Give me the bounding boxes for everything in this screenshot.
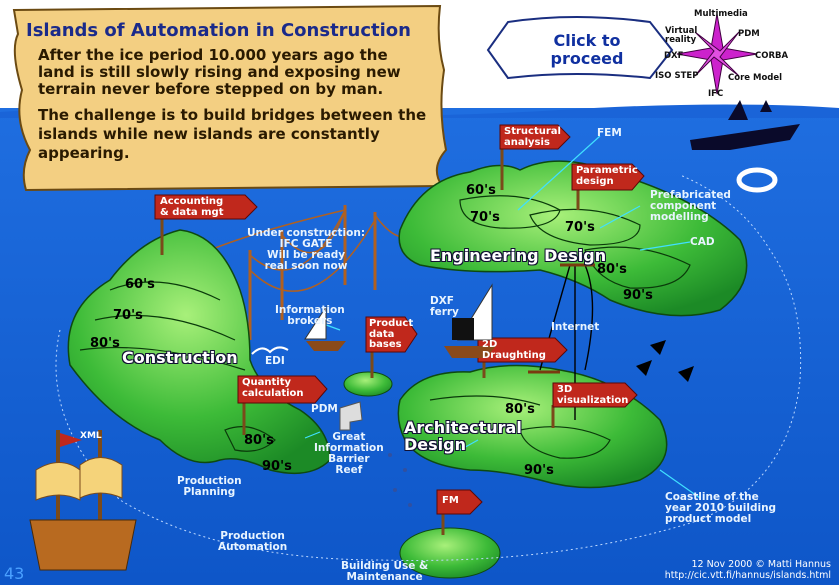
note-prefab: Prefabricated component modelling [650,189,731,224]
footer-credit: 12 Nov 2000 © Matti Hannus http://cic.vt… [664,559,831,581]
sign-structural-label: Structural analysis [504,126,561,148]
sign-parametric [571,163,645,191]
coastline-2010 [55,174,802,561]
compass-iso-step: ISO STEP [655,71,699,81]
note-production-planning: Production Planning [177,475,242,499]
intro-line: islands while new islands are constantly [38,125,380,143]
era-label: 70's [565,220,595,235]
era-label: 80's [505,402,535,417]
sign-quantity [237,375,328,404]
bridges [209,205,421,340]
intro-line: terrain never before stepped on by man. [38,80,384,98]
islet-fm [399,527,501,579]
sign-visualization-label: 3D visualization [557,384,629,406]
sign-accounting-label: Accounting & data mgt [160,196,224,218]
compass-core-model: Core Model [728,73,783,83]
xml-flag-label: XML [80,431,102,441]
seagull-icon [251,346,289,355]
proceed-button[interactable]: Click to proceed [550,31,624,68]
island-construction [67,229,331,475]
compass-corba: CORBA [755,51,789,61]
note-internet: Internet [551,321,600,333]
island-construction-label: Construction [122,348,238,367]
era-label: 60's [466,183,496,198]
note-pdm: PDM [311,403,338,415]
sign-fm [436,489,483,515]
island-engineering [398,160,748,317]
compass-pdm: PDM [738,29,760,39]
ship-icon [690,100,800,150]
era-label: 90's [262,459,292,474]
note-edi: EDI [265,355,285,367]
era-label: 70's [113,308,143,323]
sign-visualization [552,382,638,408]
note-under-construction: Under construction: IFC GATE Will be rea… [247,227,366,273]
intro-line: land is still slowly rising and exposing… [38,63,401,81]
era-label: 70's [470,210,500,225]
islet-product-db [343,371,393,397]
era-label: 80's [244,433,274,448]
note-dxf-ferry: DXF ferry [430,295,459,319]
sign-product-db [365,316,418,353]
pirate-ship-icon [29,430,137,571]
note-fem: FEM [597,127,622,139]
shark-fins [636,340,694,382]
island-engineering-label: Engineering Design [430,246,607,265]
sign-accounting [154,194,258,220]
compass-dxf: DXF [664,51,684,61]
compass-multimedia: Multimedia [694,9,748,19]
proceed-banner[interactable] [486,16,674,80]
sailboat-icon [304,305,346,351]
sign-parametric-label: Parametric design [576,165,638,187]
note-building-use: Building Use & Maintenance [341,560,429,584]
sign-product-db-label: Product data bases [369,318,414,350]
note-cad: CAD [690,236,715,248]
sign-draughting-label: 2D Draughting [482,339,546,361]
era-label: 90's [524,463,554,478]
note-coastline: Coastline of the year 2010 building prod… [665,491,777,526]
pdm-pipe-icon [339,401,363,431]
era-label: 90's [623,288,653,303]
era-label: 80's [90,336,120,351]
slide-title: Islands of Automation in Construction [26,20,411,41]
era-label: 80's [597,262,627,277]
compass-ifc: IFC [708,89,724,99]
note-info-brokers: Information brokers [275,304,345,328]
intro-line: appearing. [38,144,130,162]
era-label: 60's [125,277,155,292]
sign-structural [499,124,571,150]
island-architectural-label: Architectural Design [404,418,522,454]
sign-quantity-label: Quantity calculation [242,377,304,399]
compass-virtual-reality: Virtual reality [665,26,698,45]
note-barrier-reef: Great Information Barrier Reef [314,431,384,477]
sign-fm-label: FM [442,495,459,506]
page-number: 43 [4,564,25,583]
lifebuoy-icon [736,167,778,193]
intro-line: The challenge is to build bridges betwee… [38,106,427,124]
dxf-ferry-icon [444,283,496,358]
note-production-automation: Production Automation [218,530,288,554]
compass-star-icon [676,13,758,95]
intro-line: After the ice period 10.000 years ago th… [38,46,388,64]
